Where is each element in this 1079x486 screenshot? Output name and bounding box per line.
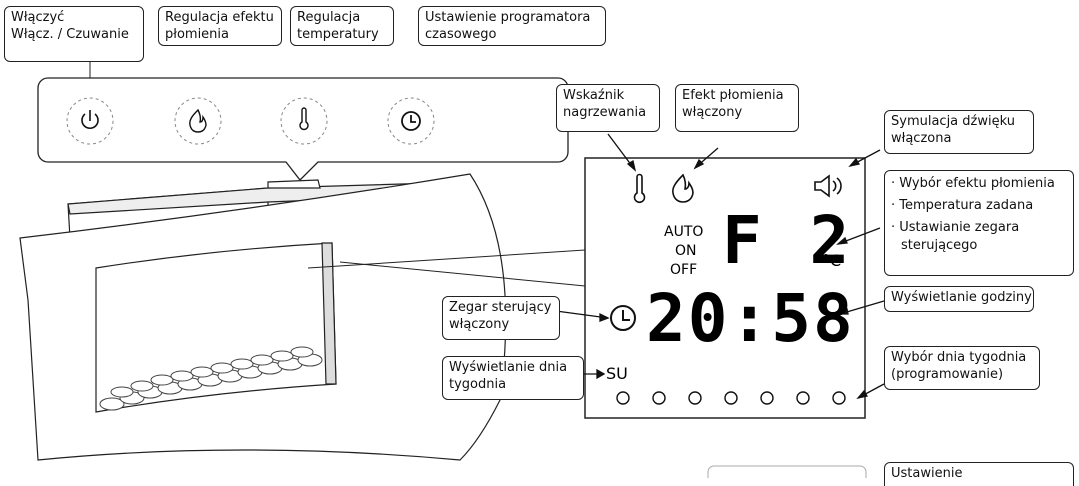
speaker-icon	[814, 174, 842, 198]
label-heating-indicator: Wskaźnik nagrzewania	[556, 84, 660, 132]
mode-on: ON	[675, 243, 697, 259]
label-flame-adjust: Regulacja efektu płomienia	[158, 6, 282, 46]
bullet-item: · Temperatura zadana	[891, 198, 1034, 213]
thermometer-icon	[299, 107, 309, 131]
label-clock-on: Zegar sterujący włączony	[442, 296, 560, 340]
bullet-list: · Wybór efektu płomienia · Temperatura z…	[884, 170, 1074, 276]
day-indicator-circles	[616, 391, 846, 405]
power-button-circle	[66, 97, 114, 145]
fireplace	[19, 173, 507, 461]
temp-button-circle	[280, 97, 328, 145]
display-code: F 2	[722, 202, 854, 279]
display-time: 20:58	[646, 280, 855, 357]
partial-box	[707, 465, 867, 478]
display-clock-icon	[610, 305, 636, 331]
label-time-display: Wyświetlanie godziny	[884, 286, 1034, 312]
mode-off: OFF	[670, 262, 698, 278]
leader-arrows	[555, 133, 885, 400]
bullet-item: · Ustawianie zegara sterującego	[891, 220, 1020, 253]
flame-icon	[189, 108, 207, 133]
mode-auto: AUTO	[664, 224, 704, 240]
timer-button-circle	[387, 97, 435, 145]
bullet-item-text: Temperatura zadana	[899, 198, 1034, 213]
display-flame-icon	[672, 173, 694, 203]
bullet-item: · Wybór efektu płomienia	[891, 176, 1055, 191]
label-power: Włączyć Włącz. / Czuwanie	[4, 6, 144, 62]
display-frame	[584, 157, 866, 419]
label-bottom-partial: Ustawienie	[884, 462, 1074, 486]
label-flame-on: Efekt płomienia włączony	[675, 84, 799, 132]
label-sound-sim: Symulacja dźwięku włączona	[884, 110, 1034, 154]
label-day-display: Wyświetlanie dnia tygodnia	[442, 356, 584, 400]
pebbles	[99, 346, 323, 411]
bullet-item-text: Wybór efektu płomienia	[899, 176, 1055, 191]
clock-icon	[401, 111, 421, 131]
label-temp-adjust: Regulacja temperatury	[290, 6, 394, 46]
display-day: SU	[606, 364, 628, 383]
label-timer-setting: Ustawienie programatora czasowego	[418, 6, 606, 46]
display-unit: °C	[822, 251, 842, 270]
bullet-item-text: Ustawianie zegara sterującego	[899, 220, 1020, 253]
label-day-select: Wybór dnia tygodnia (programowanie)	[884, 346, 1040, 390]
flame-button-circle	[174, 97, 222, 145]
power-icon	[81, 110, 99, 129]
display-thermometer-icon	[633, 173, 646, 204]
